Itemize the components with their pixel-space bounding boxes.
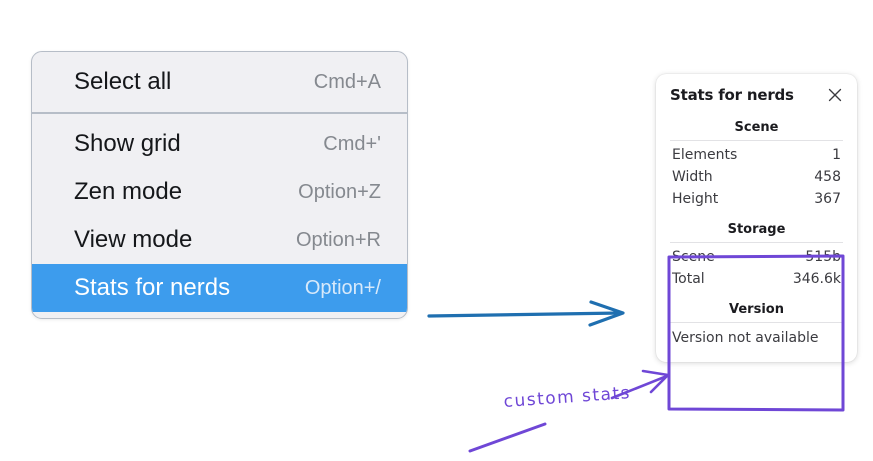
stats-for-nerds-panel: Stats for nerds Scene Elements 1 Width 4… — [656, 74, 857, 362]
menu-item-label: View mode — [74, 226, 193, 253]
stats-row-label: Total — [672, 271, 705, 287]
stats-panel-header: Stats for nerds — [670, 86, 843, 104]
stats-row-value: 458 — [814, 169, 841, 185]
purple-underline-annotation — [468, 422, 547, 453]
menu-item-shortcut: Option+R — [295, 228, 381, 251]
close-icon[interactable] — [827, 87, 843, 103]
stats-row-value: 346.6k — [792, 271, 841, 287]
section-heading-scene: Scene — [670, 118, 843, 141]
section-heading-storage: Storage — [670, 220, 843, 243]
stats-row-value: 515b — [805, 249, 841, 265]
menu-item-shortcut: Cmd+A — [313, 70, 381, 93]
blue-arrow-annotation — [427, 300, 625, 327]
stats-row-height: Height 367 — [670, 188, 843, 210]
menu-item-shortcut: Option+Z — [298, 180, 381, 203]
handwritten-note: custom stats — [503, 383, 632, 412]
stats-row-version-text: Version not available — [672, 330, 819, 346]
stats-row-storage-total: Total 346.6k — [670, 268, 843, 290]
menu-item-zen-mode[interactable]: Zen mode Option+Z — [32, 168, 407, 216]
menu-group-2: Show grid Cmd+' Zen mode Option+Z View m… — [32, 112, 407, 318]
stats-row-value: 367 — [814, 191, 841, 207]
menu-item-select-all[interactable]: Select all Cmd+A — [32, 58, 407, 106]
stats-row-width: Width 458 — [670, 166, 843, 188]
menu-item-label: Show grid — [74, 130, 181, 157]
stats-row-storage-scene: Scene 515b — [670, 246, 843, 268]
menu-item-shortcut: Option+/ — [304, 276, 381, 299]
stats-row-elements: Elements 1 — [670, 144, 843, 166]
menu-item-view-mode[interactable]: View mode Option+R — [32, 216, 407, 264]
stats-row-label: Height — [672, 191, 719, 207]
stats-row-label: Width — [672, 169, 713, 185]
menu-item-label: Stats for nerds — [74, 274, 231, 301]
menu-group-1: Select all Cmd+A — [32, 52, 407, 112]
stats-row-value: 1 — [832, 147, 841, 163]
stats-row-label: Elements — [672, 147, 738, 163]
stats-panel-title: Stats for nerds — [670, 86, 794, 104]
menu-item-show-grid[interactable]: Show grid Cmd+' — [32, 120, 407, 168]
context-menu: Select all Cmd+A Show grid Cmd+' Zen mod… — [31, 51, 408, 319]
menu-item-label: Zen mode — [74, 178, 183, 205]
menu-item-stats-for-nerds[interactable]: Stats for nerds Option+/ — [32, 264, 407, 312]
section-heading-version: Version — [670, 300, 843, 323]
stats-row-label: Scene — [672, 249, 715, 265]
menu-item-shortcut: Cmd+' — [323, 132, 381, 155]
menu-item-label: Select all — [74, 68, 172, 95]
